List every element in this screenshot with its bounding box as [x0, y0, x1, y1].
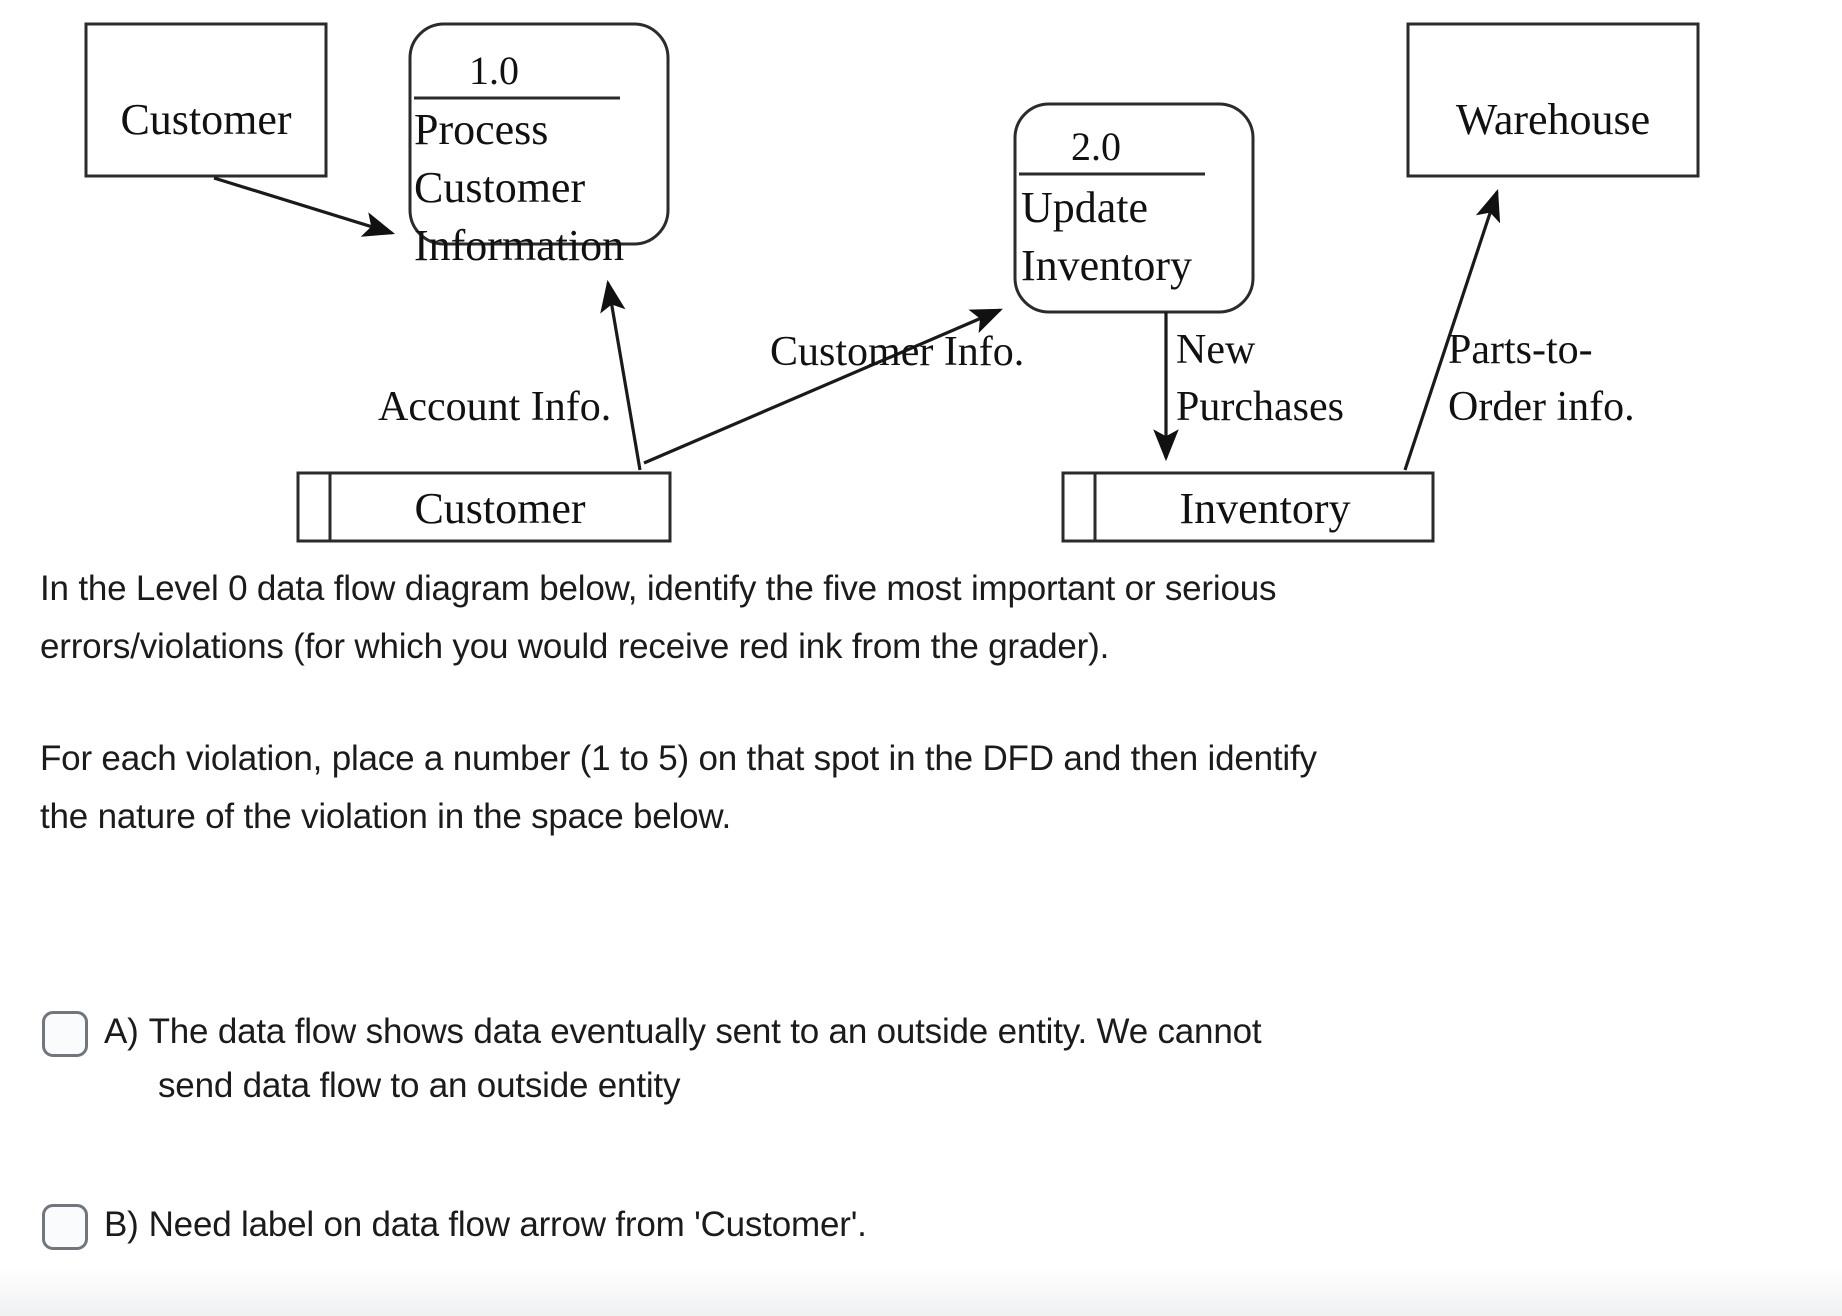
customer-entity: Customer — [84, 22, 328, 178]
checkbox-option-a[interactable] — [42, 1011, 88, 1057]
option-b-letter: B) — [104, 1205, 139, 1244]
process-2: 2.0 Update Inventory — [1013, 102, 1255, 314]
dfd-svg-canvas: Customer 1.0 Process Customer Informatio… — [84, 22, 1700, 543]
flow-customer-to-process1 — [213, 176, 396, 237]
customer-entity-label: Customer — [120, 95, 291, 144]
process-1-number: 1.0 — [469, 48, 519, 93]
intro-paragraph: In the Level 0 data flow diagram below, … — [0, 560, 1780, 676]
process-2-number: 2.0 — [1071, 124, 1121, 169]
intro-line-2: errors/violations (for which you would r… — [40, 627, 1110, 666]
intro-line-1: In the Level 0 data flow diagram below, … — [40, 569, 1277, 608]
warehouse-entity: Warehouse — [1406, 22, 1700, 178]
warehouse-entity-label: Warehouse — [1456, 95, 1650, 144]
flow-parts-to-order: Parts-to- Order info. — [1403, 188, 1635, 471]
option-a-line-2: send data flow to an outside entity — [158, 1066, 681, 1105]
flow-new-purchases-label-2: Purchases — [1176, 384, 1344, 430]
flow-new-purchases-label-1: New — [1176, 327, 1256, 373]
option-row-b[interactable]: B)Need label on data flow arrow from 'Cu… — [0, 1198, 1800, 1252]
process-1-line-2: Customer — [414, 163, 585, 212]
checkbox-option-b[interactable] — [42, 1204, 88, 1250]
option-b-line-1: Need label on data flow arrow from 'Cust… — [148, 1205, 867, 1244]
instruction-paragraph: For each violation, place a number (1 to… — [0, 730, 1780, 846]
flow-account-info-label: Account Info. — [378, 384, 611, 430]
process-2-line-1: Update — [1021, 183, 1148, 232]
process-1-line-1: Process — [414, 105, 548, 154]
inventory-store: Inventory — [1061, 471, 1435, 543]
flow-parts-to-order-label-2: Order info. — [1448, 384, 1635, 430]
option-b-body: B)Need label on data flow arrow from 'Cu… — [104, 1198, 867, 1252]
data-flow-diagram: Customer 1.0 Process Customer Informatio… — [0, 0, 1842, 560]
flow-customer-info-label: Customer Info. — [770, 329, 1024, 375]
instruction-line-2: the nature of the violation in the space… — [40, 797, 732, 836]
customer-store-label: Customer — [414, 484, 585, 533]
flow-account-info: Account Info. — [378, 279, 642, 471]
flow-new-purchases: New Purchases — [1153, 312, 1344, 462]
customer-store: Customer — [296, 471, 672, 543]
process-2-line-2: Inventory — [1021, 241, 1192, 290]
instruction-line-1: For each violation, place a number (1 to… — [40, 739, 1317, 778]
inventory-store-label: Inventory — [1179, 484, 1350, 533]
flow-parts-to-order-label-1: Parts-to- — [1448, 327, 1593, 373]
option-row-a[interactable]: A)The data flow shows data eventually se… — [0, 1005, 1800, 1113]
flow-customer-info: Customer Info. — [643, 308, 1024, 465]
process-1-line-3: Information — [414, 221, 624, 270]
option-a-letter: A) — [104, 1012, 139, 1051]
option-a-body: A)The data flow shows data eventually se… — [104, 1005, 1262, 1113]
bottom-fade-gradient — [0, 1266, 1842, 1316]
process-1: 1.0 Process Customer Information — [408, 22, 670, 270]
option-a-line-1: The data flow shows data eventually sent… — [148, 1012, 1262, 1051]
